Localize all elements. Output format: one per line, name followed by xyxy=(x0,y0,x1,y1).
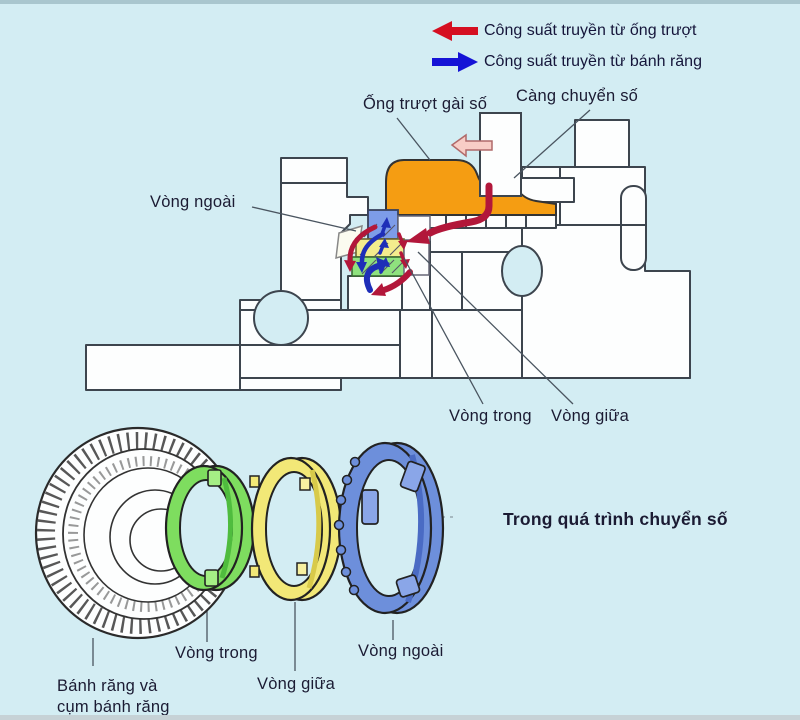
shift-fork-shape xyxy=(479,112,522,197)
bottom-border-strip xyxy=(0,715,800,720)
sleeve-shape xyxy=(385,159,557,216)
legend: Công suất truyền từ ống trượt Công suất … xyxy=(430,18,702,75)
label-gear-assembly: Bánh răng và cụm bánh răng xyxy=(57,676,170,718)
legend-label-gear: Công suất truyền từ bánh răng xyxy=(484,53,702,70)
label-middle-ring-mid: Vòng giữa xyxy=(551,407,629,425)
red-left-arrow-icon xyxy=(432,21,478,41)
label-gear-line1: Bánh răng và xyxy=(57,677,158,695)
outer-ring-blue-shape xyxy=(333,441,445,615)
legend-item-power-from-sleeve: Công suất truyền từ ống trượt xyxy=(430,18,702,44)
label-shift-fork: Càng chuyển số xyxy=(516,87,639,105)
legend-item-power-from-gear: Công suất truyền từ bánh răng xyxy=(430,49,702,75)
legend-label-sleeve: Công suất truyền từ ống trượt xyxy=(484,22,697,39)
caption-shifting-process: Trong quá trình chuyển số xyxy=(503,509,728,529)
power-flow-arrows xyxy=(344,182,493,296)
housing-scallops xyxy=(253,245,543,346)
top-border-strip xyxy=(0,0,800,4)
middle-ring-yellow-shape xyxy=(249,456,343,602)
label-outer-ring-bottom: Vòng ngoài xyxy=(358,642,444,660)
label-gear-line2: cụm bánh răng xyxy=(57,698,170,716)
label-middle-ring-bottom: Vòng giữa xyxy=(257,675,335,693)
label-sleeve: Ống trượt gài số xyxy=(363,95,488,113)
pink-left-arrow-icon xyxy=(450,133,493,158)
label-inner-ring-mid: Vòng trong xyxy=(449,407,532,425)
label-inner-ring-bottom: Vòng trong xyxy=(175,644,258,662)
blue-right-arrow-icon xyxy=(432,52,478,72)
inner-ring-green-shape xyxy=(164,464,256,592)
label-outer-ring-top: Vòng ngoài xyxy=(150,193,236,211)
